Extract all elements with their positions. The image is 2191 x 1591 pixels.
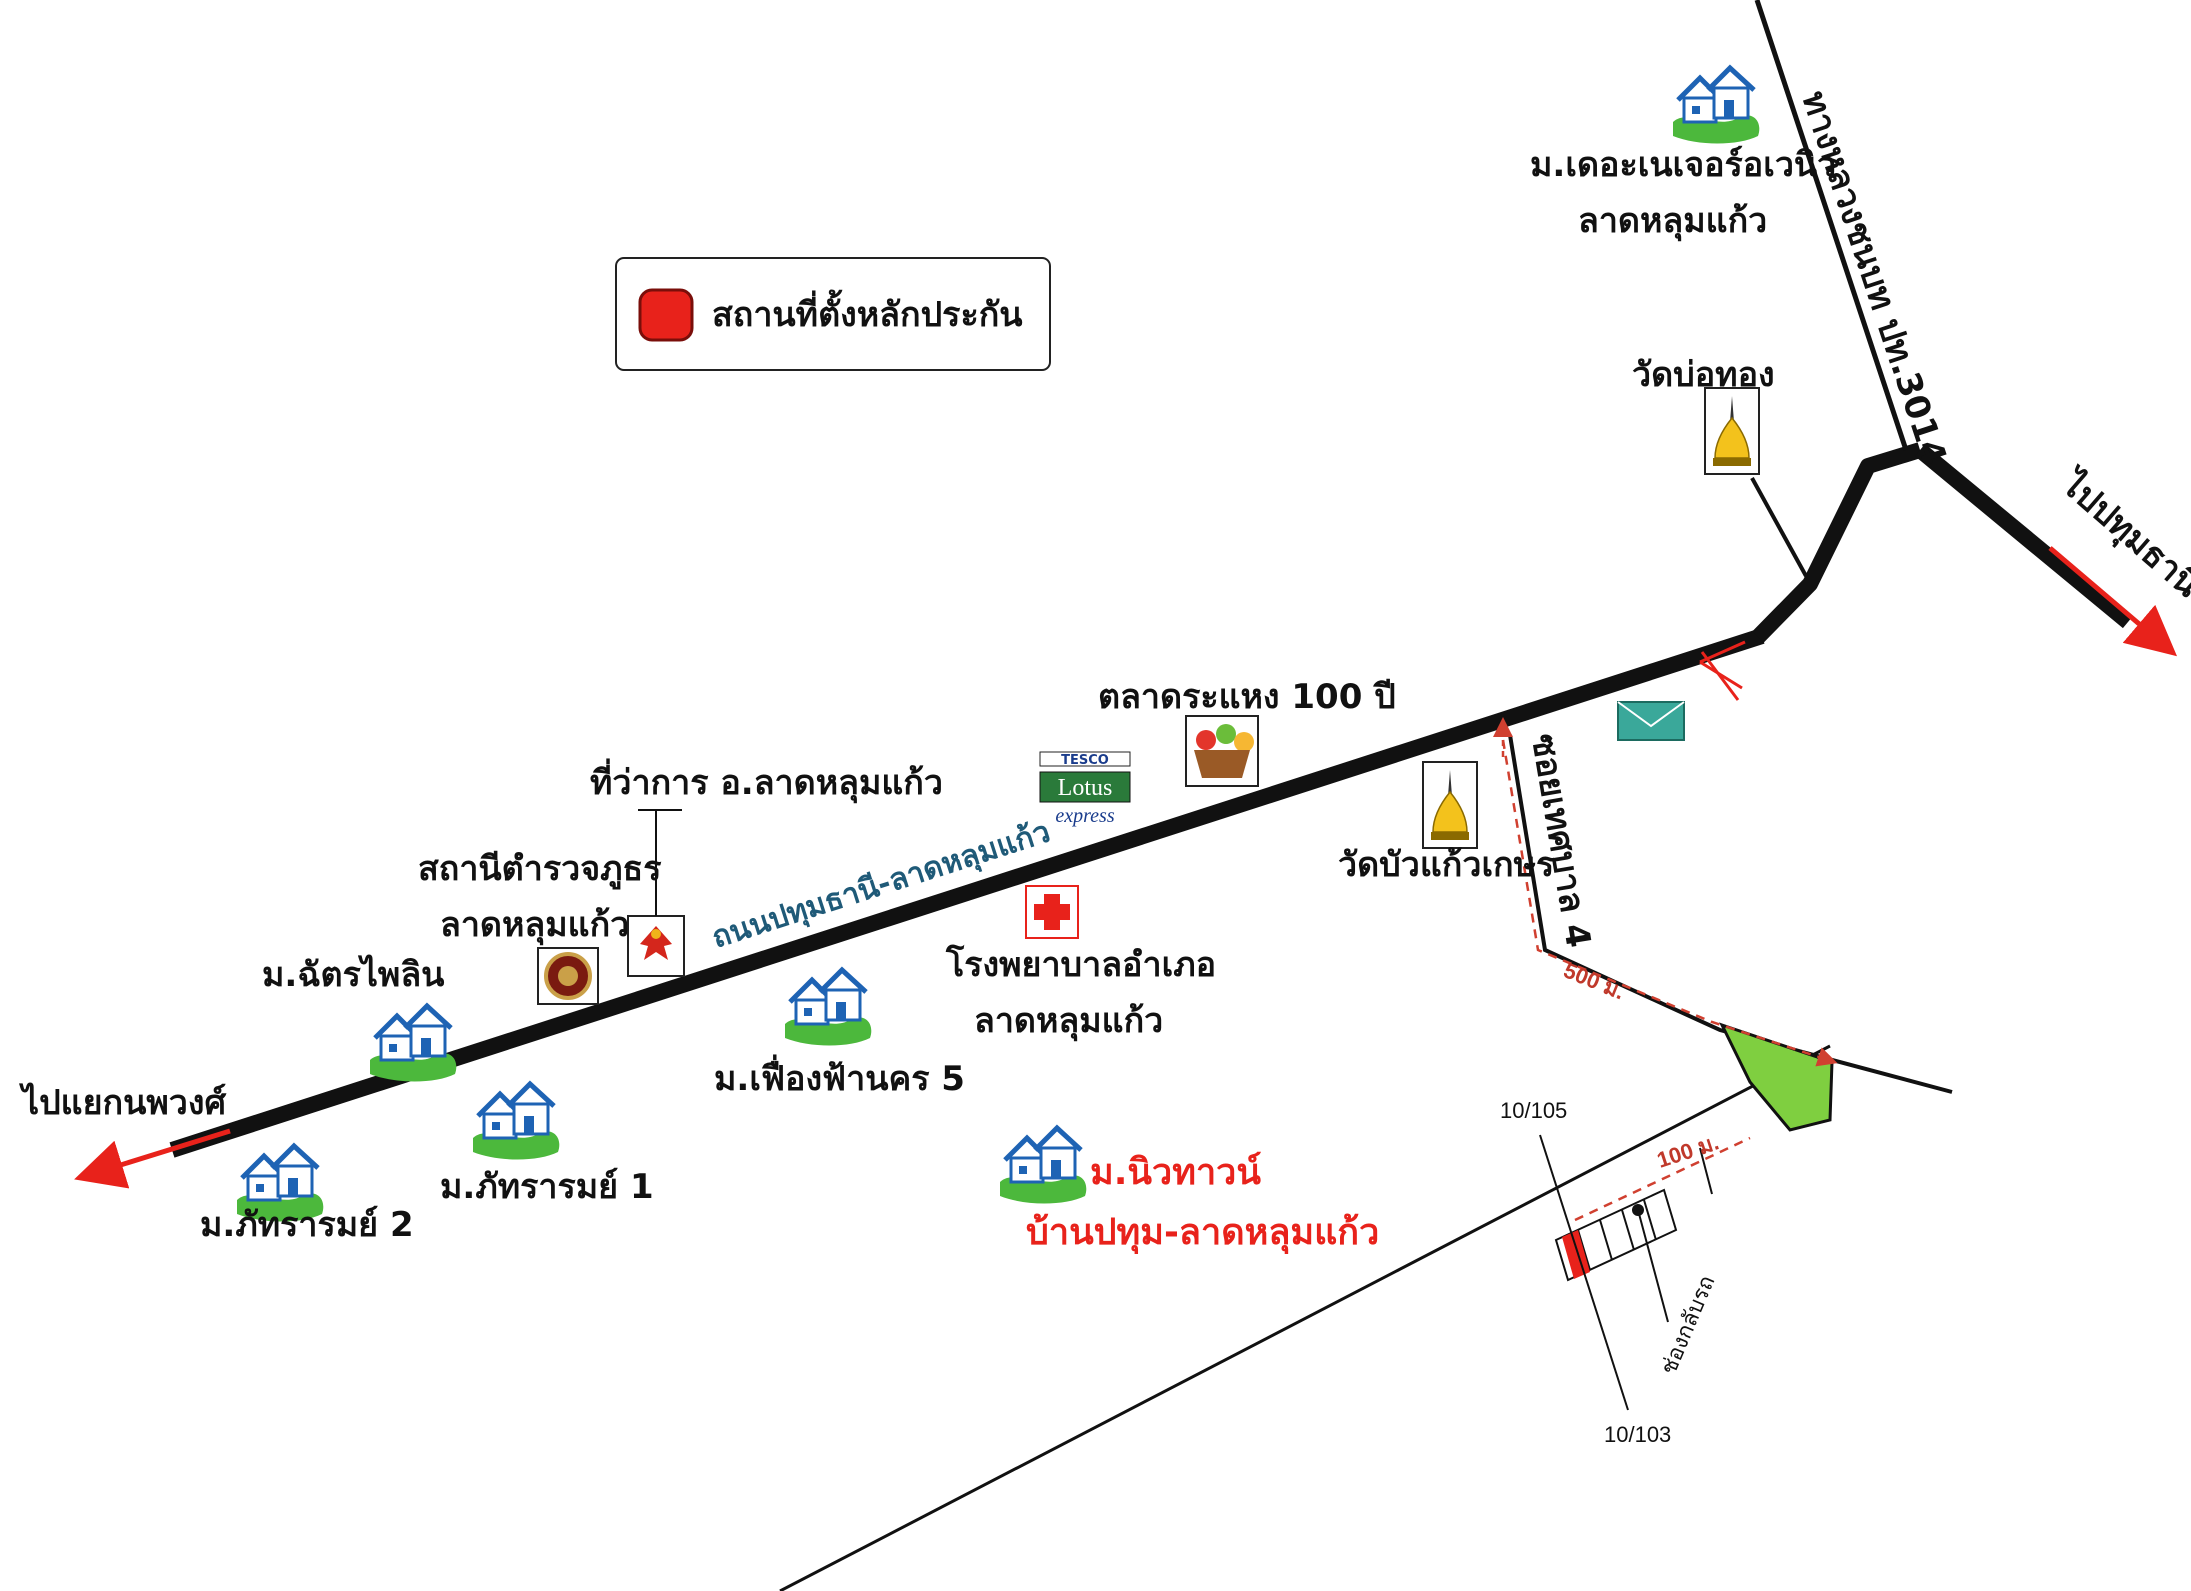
dashed-route-100 bbox=[1574, 1136, 1751, 1222]
label-police-sub: ลาดหลุมแก้ว bbox=[440, 905, 629, 946]
house-icon bbox=[1673, 68, 1759, 144]
dashed-route-500 bbox=[1501, 739, 1838, 1067]
label-soi-thesaban-4: ซอยเทศบาล 4 bbox=[1523, 731, 1598, 951]
green-plot bbox=[1719, 1022, 1834, 1132]
label-wat-bo-thong: วัดบ่อทอง bbox=[1632, 355, 1775, 395]
lots-block bbox=[1539, 1134, 1713, 1411]
label-lot-10-105: 10/105 bbox=[1500, 1098, 1567, 1123]
label-phueang-fah: ม.เฟื่องฟ้านคร 5 bbox=[714, 1054, 965, 1099]
label-phattharam2: ม.ภัทรารมย์ 2 bbox=[200, 1205, 414, 1245]
lower-road-line bbox=[779, 1044, 1831, 1591]
label-the-nature-sub: ลาดหลุมแก้ว bbox=[1578, 201, 1767, 242]
house-icon bbox=[1000, 1128, 1086, 1204]
label-newtown: ม.นิวทาวน์ bbox=[1090, 1151, 1261, 1193]
arrow-to-nopphawong bbox=[74, 1128, 231, 1189]
house-icon bbox=[785, 970, 871, 1046]
tesco-text: TESCO bbox=[1061, 753, 1109, 768]
label-lot-10-103: 10/103 bbox=[1604, 1422, 1671, 1447]
label-distance-500: 500 ม. bbox=[1560, 957, 1628, 1004]
red-cross-icon bbox=[1025, 885, 1079, 939]
temple-icon bbox=[1422, 761, 1478, 849]
express-text: express bbox=[1055, 805, 1114, 827]
fruit-basket-icon bbox=[1185, 715, 1259, 787]
label-newtown-sub: บ้านปทุม-ลาดหลุมแก้ว bbox=[1026, 1212, 1379, 1255]
legend-swatch bbox=[638, 288, 694, 342]
label-u-turn: ช่องกลับรถ bbox=[1656, 1272, 1720, 1378]
label-market: ตลาดระแหง 100 ปี bbox=[1098, 677, 1396, 717]
police-badge-icon bbox=[537, 947, 599, 1005]
label-hospital-sub: ลาดหลุมแก้ว bbox=[974, 1001, 1163, 1042]
label-police: สถานีตำรวจภูธร bbox=[418, 849, 662, 890]
label-the-nature: ม.เดอะเนเจอร์อเวนิว bbox=[1530, 145, 1836, 185]
house-icon bbox=[473, 1084, 559, 1160]
label-chatphailin: ม.ฉัตรไพลิน bbox=[262, 954, 444, 995]
garuda-emblem-icon bbox=[627, 915, 685, 977]
label-hospital: โรงพยาบาลอำเภอ bbox=[945, 944, 1216, 985]
label-distance-100: 100 ม. bbox=[1654, 1129, 1722, 1172]
house-icon bbox=[370, 1006, 456, 1082]
envelope-icon bbox=[1617, 701, 1685, 741]
main-road-bend bbox=[1752, 442, 1923, 643]
junction-marker bbox=[1699, 640, 1746, 701]
legend-label: สถานที่ตั้งหลักประกัน bbox=[712, 289, 1023, 335]
label-phattharam1: ม.ภัทรารมย์ 1 bbox=[440, 1167, 654, 1207]
pathum-road-line bbox=[1914, 443, 2134, 629]
temple-icon bbox=[1704, 387, 1760, 475]
highway-3014-line bbox=[1754, 0, 1909, 451]
tesco-lotus-logo: TESCO Lotus express bbox=[1039, 751, 1131, 827]
lotus-text: Lotus bbox=[1058, 775, 1113, 801]
label-wat-bua-kaeo: วัดบัวแก้วเกษร bbox=[1338, 845, 1555, 885]
label-to-nopphawong: ไปแยกนพวงศ์ bbox=[19, 1082, 226, 1123]
temple-access-road bbox=[1750, 477, 1808, 577]
label-highway-3014: ทางหลวงชนบท ปท.3014 bbox=[1793, 86, 1954, 470]
legend-box: สถานที่ตั้งหลักประกัน bbox=[615, 257, 1051, 371]
label-district-office: ที่ว่าการ อ.ลาดหลุมแก้ว bbox=[590, 758, 943, 804]
arrow-to-pathum bbox=[2048, 546, 2178, 657]
